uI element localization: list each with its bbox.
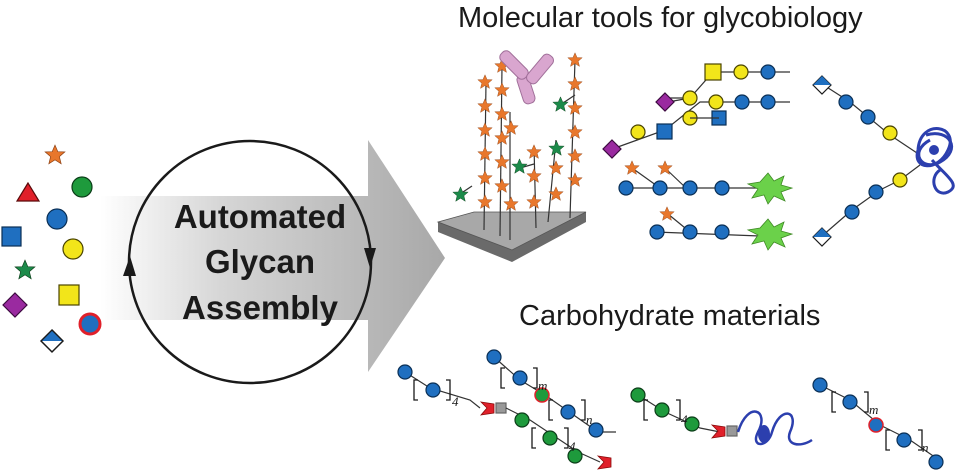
cycle-arrowhead-right [364, 248, 376, 268]
subscript-m: m [869, 402, 878, 417]
glycoconjugate-group [812, 75, 921, 247]
square-blue-icon [1, 226, 22, 247]
heading-carbohydrate-materials: Carbohydrate materials [519, 300, 821, 332]
subscript-n: n [922, 440, 929, 455]
heading-molecular-tools: Molecular tools for glycobiology [458, 2, 863, 34]
protein-coil-icon [915, 127, 955, 195]
cycle-arrowhead-left [123, 256, 136, 276]
triangle-red-icon [15, 181, 41, 202]
diamond-white-blue-icon [40, 329, 64, 353]
cycle-label-line2: Glycan [204, 243, 316, 280]
microarray-slide-icon [436, 211, 587, 262]
cycle-label-line1: Automated [173, 198, 347, 235]
microarray-group [436, 50, 587, 262]
repeat-brackets [413, 367, 923, 451]
subscript-4: 4 [681, 412, 688, 427]
circle-blue-red-ring-icon [78, 312, 102, 336]
circle-yellow-icon [62, 238, 84, 260]
building-blocks [1, 144, 102, 353]
subscript-m: m [538, 378, 547, 393]
star-orange-icon [44, 144, 66, 165]
fluorophore-icon [746, 172, 794, 251]
antibody-icon [499, 50, 554, 105]
circle-green-icon [71, 176, 93, 198]
subscript-4: 4 [569, 439, 576, 454]
cycle-circle [123, 139, 376, 385]
glycan-chains-tools [602, 63, 790, 240]
diamond-purple-icon [2, 292, 28, 318]
square-yellow-icon [58, 284, 80, 306]
circle-blue-icon [46, 208, 68, 230]
subscript-4: 4 [452, 394, 459, 409]
protein-coil-icon [736, 410, 813, 446]
subscript-n: n [586, 412, 593, 427]
glycan-chains-materials [397, 349, 944, 470]
star-green-icon [14, 259, 36, 280]
cycle-label-line3: Assembly [182, 289, 338, 326]
